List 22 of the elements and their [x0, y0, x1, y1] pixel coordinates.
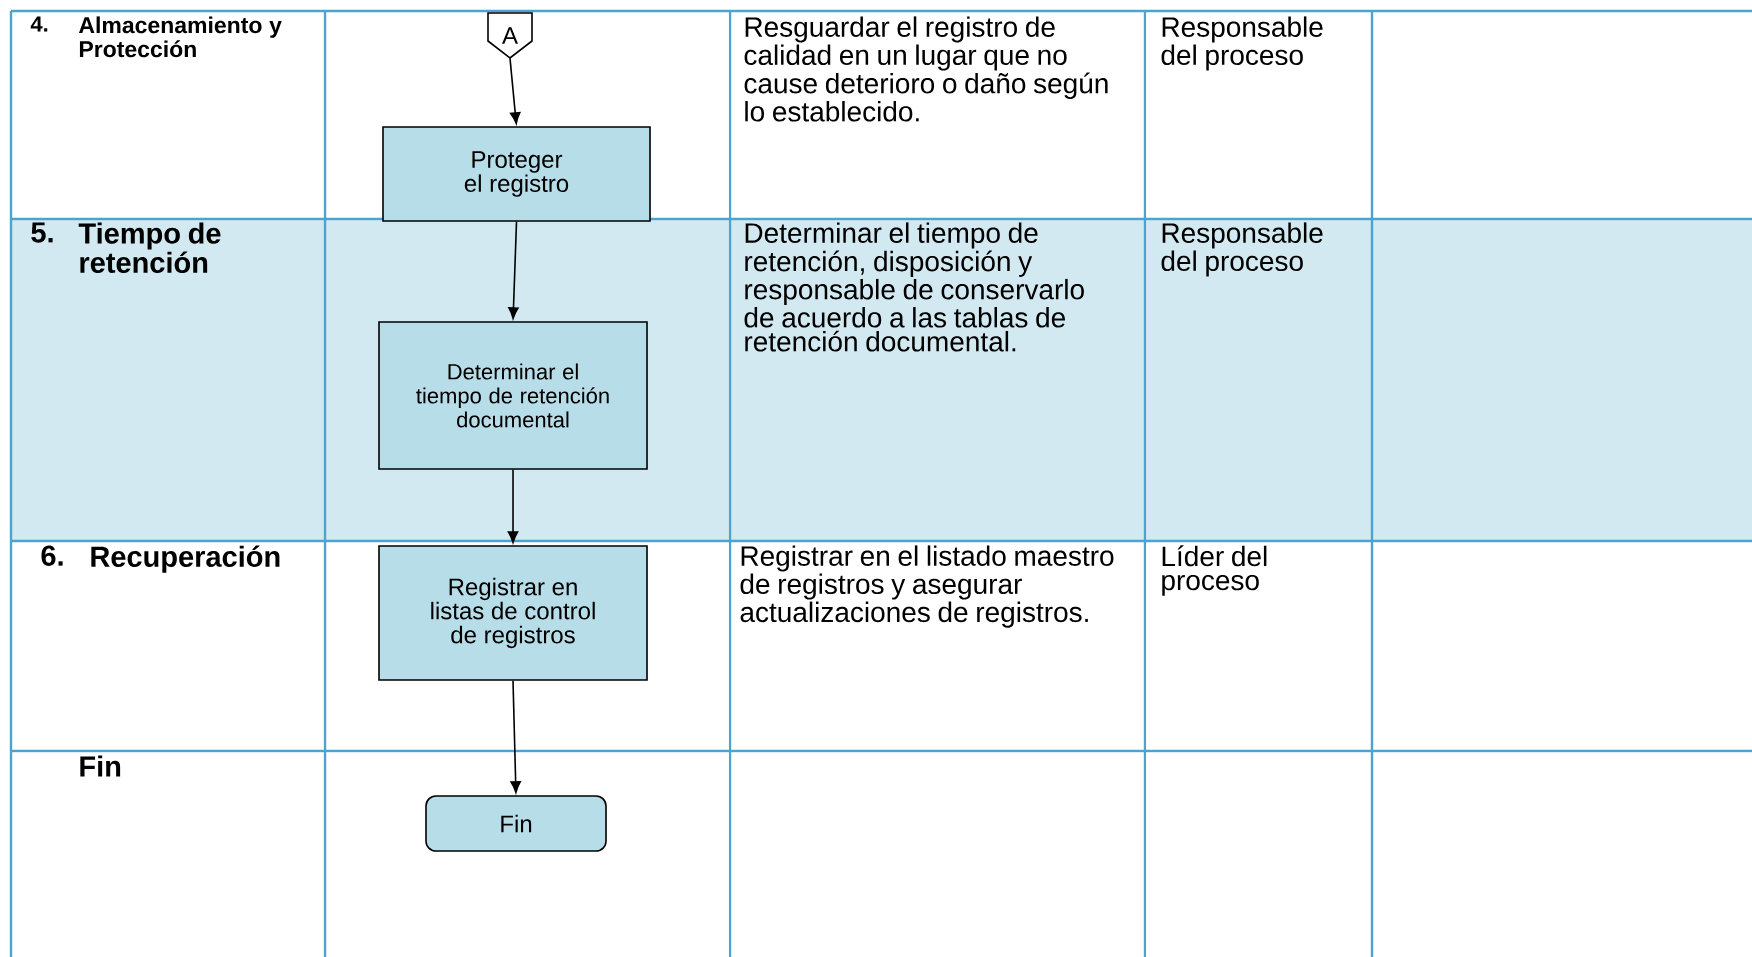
list-number: 4. — [30, 16, 48, 32]
process-box: Determinar el tiempo de retención documental — [378, 321, 648, 470]
arrow — [508, 221, 519, 320]
arrow — [507, 469, 519, 544]
process-box: Registrar en listas de control de registros — [378, 545, 648, 681]
terminal-box: Fin — [425, 795, 607, 852]
row-heading: Almacenamiento y Protección — [78, 16, 282, 58]
arrow — [510, 680, 521, 794]
row-heading: Tiempo de retención — [78, 222, 221, 273]
process-box: Proteger el registro — [382, 126, 651, 222]
list-number: 6. — [41, 545, 63, 566]
off-page-connector: A — [487, 12, 533, 59]
cell-text: Responsable del proceso — [1161, 222, 1323, 277]
cell-text: Determinar el tiempo de retención, disposición y responsable de conservarlo de acuerdo a las tablas de retención documental. — [744, 222, 1084, 352]
cell-text: Registrar en el listado maestro de registros y asegurar actualizaciones de registros. — [740, 545, 1114, 628]
row-heading: Recuperación — [91, 545, 280, 573]
arrow — [509, 57, 521, 125]
cell-text: Responsable del proceso — [1161, 16, 1323, 71]
list-number: 5. — [31, 222, 53, 243]
cell-text: Resguardar el registro de calidad en un lugar que no cause deterioro o daño según lo establecido. — [744, 16, 1108, 122]
cell-text: Líder del proceso — [1162, 545, 1267, 596]
row-heading: Fin — [80, 755, 121, 777]
